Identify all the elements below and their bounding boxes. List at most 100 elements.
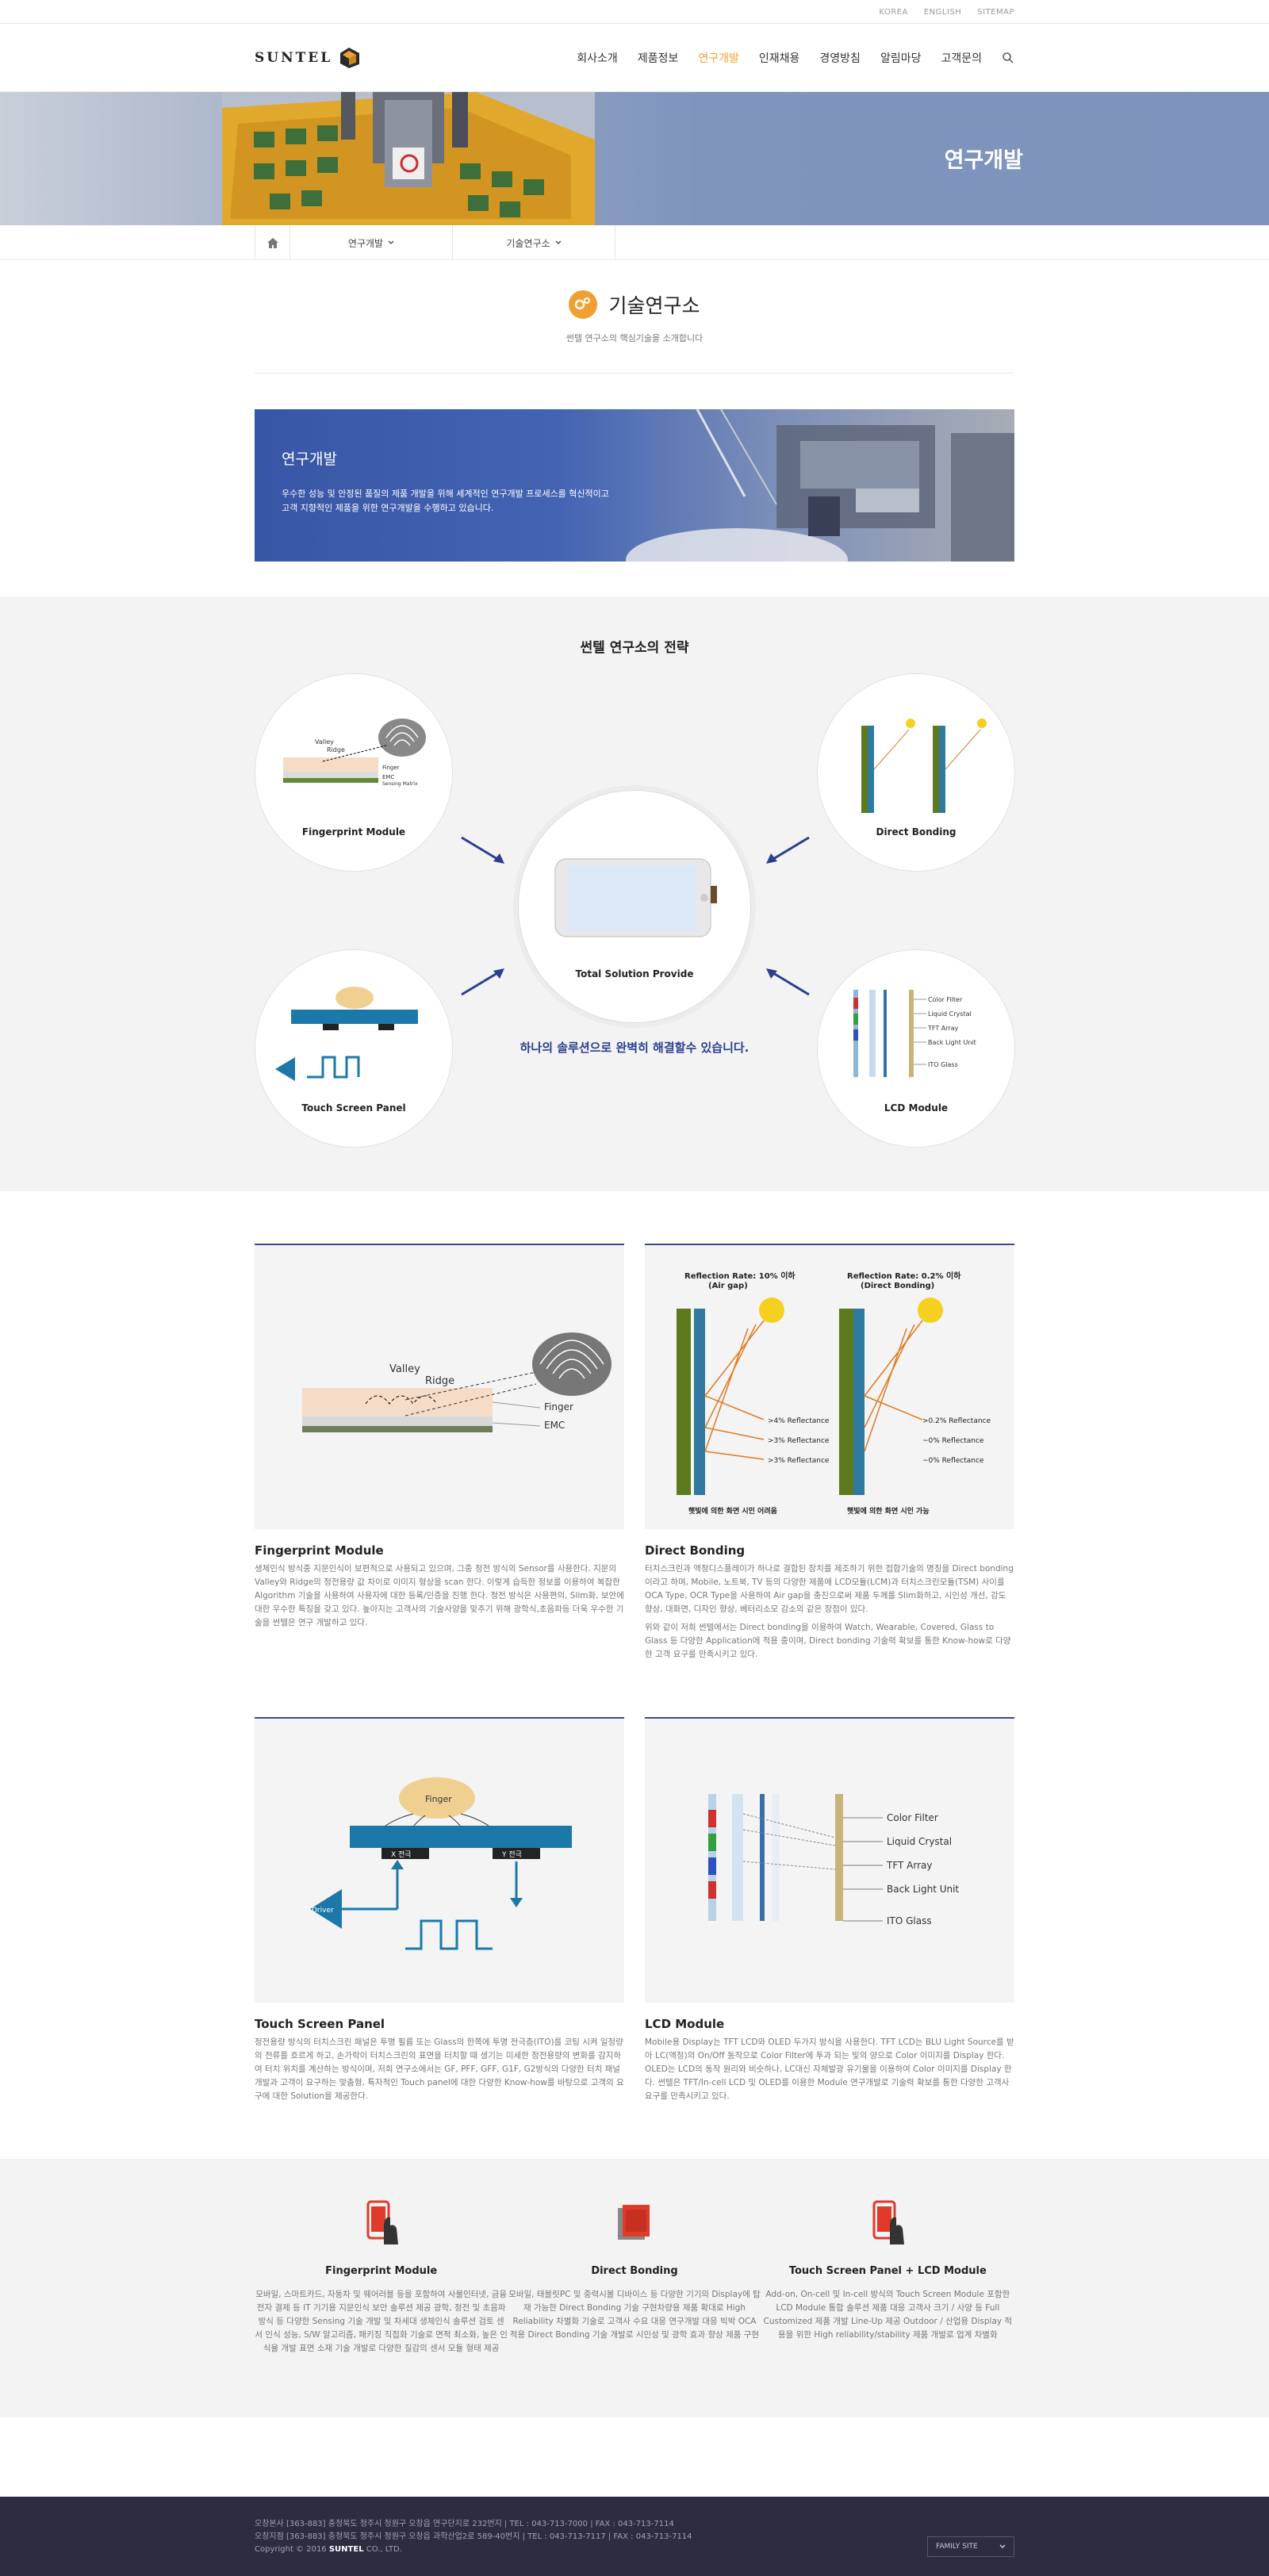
strategy-lcd-label: LCD Module [884,1102,949,1114]
feature-desc: 모바일, 스마트카드, 자동차 및 웨어러블 등을 포함하여 사물인터넷, 금융… [255,2290,508,2353]
nav-contact[interactable]: 고객문의 [941,52,982,65]
module-lcd: Color Filter Liquid Crystal TFT Array Ba… [645,1717,1014,2103]
feature-title: Fingerprint Module [325,2265,438,2277]
label-r0b: ~0% Reflectance [922,1457,984,1465]
label-ridge: Ridge [327,746,345,753]
modules-section: Valley Ridge Finger EMC Fingerprint Modu… [0,1191,1269,2103]
logo-mark-icon [340,48,360,68]
page-subtitle: 썬텔 연구소의 핵심기술을 소개합니다 [565,333,704,343]
banner-title: 연구개발 [282,450,337,468]
hero-title: 연구개발 [944,148,1023,173]
strategy-lcd-circle: Color Filter Liquid Crystal TFT Array Ba… [817,949,1015,1148]
label-finger: Finger [382,765,400,771]
chevron-down-icon [555,240,562,245]
strategy-title: 썬텔 연구소의 전략 [580,640,689,656]
page-heading: 기술연구소 썬텔 연구소의 핵심기술을 소개합니다 [0,260,1269,344]
hero-machine-image [222,92,595,225]
main-nav: 회사소개 제품정보 연구개발 인재채용 경영방침 알림마당 고객문의 [577,50,1014,66]
breadcrumb-depth1-label: 연구개발 [347,237,384,249]
label-emc: EMC [382,774,394,780]
label-r0a: ~0% Reflectance [922,1437,984,1445]
touch-panel-diagram-small [275,987,418,1081]
nav-products[interactable]: 제품정보 [637,52,679,65]
feature-fingerprint: Fingerprint Module 모바일, 스마트카드, 자동차 및 웨어러… [255,2197,508,2356]
direct-bonding-diagram-small [861,719,987,813]
label-sensing: Sensing Matrix [382,781,418,787]
label-cf-small: Color Filter [928,996,963,1003]
nav-notice[interactable]: 알림마당 [880,52,922,65]
feature-direct-bonding: Direct Bonding 모바일, 태블릿PC 및 중력시볼 디바이스 등 … [508,2197,761,2356]
footer-address: 오창본사 [363-883] 충청북도 청주시 청원구 오창읍 연구단지로 23… [255,2518,692,2557]
fingerprint-diagram: Valley Ridge Finger EMC [302,1332,611,1432]
module-title: Fingerprint Module [255,1543,384,1558]
module-fingerprint: Valley Ridge Finger EMC Fingerprint Modu… [255,1244,624,1662]
lcd-diagram: Color Filter Liquid Crystal TFT Array Ba… [708,1794,959,1926]
strategy-fingerprint-circle: Valley Ridge Finger EMC Sensing Matrix F… [255,673,453,872]
nav-management[interactable]: 경영방침 [819,52,861,65]
module-direct-bonding: Reflection Rate: 10% 이하 (Air gap) Reflec… [645,1244,1014,1662]
label-r3a: >3% Reflectance [768,1437,830,1445]
copyright-post: CO., LTD. [363,2545,402,2554]
chevron-down-icon [999,2544,1006,2549]
module-desc: Mobile용 Display는 TFT LCD와 OLED 두가지 방식을 사… [645,2037,1014,2101]
module-desc: 터치스크린과 액정디스플레이가 하나로 결합된 장치를 제조하기 위한 접합기술… [645,1564,1014,1614]
nav-rnd[interactable]: 연구개발 [698,52,739,65]
strategy-touchpanel-label: Touch Screen Panel [301,1102,406,1114]
module-title: Touch Screen Panel [255,2017,385,2031]
strategy-directbonding-label: Direct Bonding [876,826,957,838]
feature-title: Touch Screen Panel + LCD Module [788,2265,987,2277]
label-driver: Driver [312,1907,334,1915]
strategy-total-solution-label: Total Solution Provide [575,968,694,979]
module-desc: 위와 같이 저희 썬텔에서는 Direct bonding을 이용하여 Watc… [645,1623,1011,1659]
arrow-icon [766,836,810,864]
rnd-banner: 연구개발 우수한 성능 및 안정된 품질의 제품 개발을 위해 세계적인 연구개… [255,409,1014,562]
family-site-label: FAMILY SITE [936,2543,978,2551]
label-ridge-large: Ridge [425,1375,454,1387]
copyright-brand: SUNTEL [328,2545,364,2554]
fingerprint-diagram-small: Valley Ridge Finger EMC Sensing Matrix [283,719,426,787]
util-link-korea[interactable]: KOREA [879,7,908,17]
utility-bar: KOREA ENGLISH SITEMAP [0,0,1269,24]
divider [255,373,1014,374]
feature-desc: 모바일, 태블릿PC 및 중력시볼 디바이스 등 다양한 기기의 Display… [508,2290,761,2340]
nav-company[interactable]: 회사소개 [577,52,618,65]
feature-desc: Add-on, On-cell 및 In-cell 방식의 Touch Scre… [763,2290,1013,2340]
strategy-directbonding-circle: Direct Bonding [817,673,1015,872]
breadcrumb-depth2[interactable]: 기술연구소 [453,225,615,260]
label-y-elec: Y 전극 [501,1850,522,1859]
label-cap-air: 햇빛에 의한 화면 시인 어려움 [688,1506,777,1516]
banner-text: 우수한 성능 및 안정된 품질의 제품 개발을 위해 세계적인 연구개발 프로세… [282,489,609,513]
layers-icon [617,2205,650,2240]
phone-panel-image [554,858,717,937]
breadcrumb-home[interactable] [255,225,290,260]
breadcrumb-depth2-label: 기술연구소 [506,237,550,249]
label-finger-tp: Finger [425,1794,452,1804]
hero-banner: 연구개발 [0,92,1269,225]
fingerprint-phone-icon [366,2200,398,2244]
footer-address-hq: 오창본사 [363-883] 충청북도 청주시 청원구 오창읍 연구단지로 23… [255,2520,674,2528]
arrow-icon [461,968,504,996]
touch-phone-icon [872,2200,905,2244]
module-touch-panel-image: Finger X 전극 Y 전극 Driver [255,1717,624,2003]
util-link-sitemap[interactable]: SITEMAP [977,7,1014,17]
label-lc: Liquid Crystal [887,1836,952,1847]
strategy-touchpanel-circle: Touch Screen Panel [255,949,453,1148]
family-site-select[interactable]: FAMILY SITE [927,2536,1014,2557]
logo[interactable]: SUNTEL [255,46,361,70]
search-icon[interactable] [1002,52,1014,64]
feature-title: Direct Bonding [591,2265,678,2277]
label-finger-large: Finger [544,1401,573,1413]
breadcrumb-depth1[interactable]: 연구개발 [290,225,453,260]
lcd-diagram-small: Color Filter Liquid Crystal TFT Array Ba… [853,990,976,1077]
module-title: Direct Bonding [645,1543,746,1558]
label-blu-small: Back Light Unit [928,1039,976,1046]
util-link-english[interactable]: ENGLISH [923,7,962,17]
label-blu: Back Light Unit [887,1884,959,1895]
nav-recruit[interactable]: 인재채용 [758,52,800,65]
label-ito: ITO Glass [887,1915,932,1926]
module-touch-panel: Finger X 전극 Y 전극 Driver Tou [255,1717,624,2103]
label-valley-large: Valley [389,1363,420,1375]
features-section: Fingerprint Module 모바일, 스마트카드, 자동차 및 웨어러… [0,2159,1269,2417]
direct-bonding-diagram: Reflection Rate: 10% 이하 (Air gap) Reflec… [677,1271,991,1516]
module-desc: 정전용량 방식의 터치스크린 패널은 투명 필름 또는 Glass의 한쪽에 투… [255,2037,624,2101]
